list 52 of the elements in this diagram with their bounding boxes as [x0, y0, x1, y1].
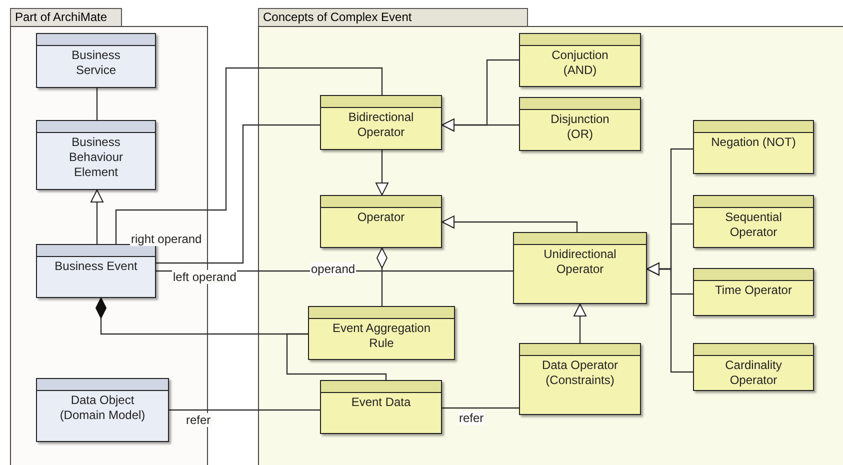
class-name: Unidirectional Operator	[542, 246, 618, 277]
class-name: Data Object (Domain Model)	[58, 392, 146, 423]
class-box	[693, 343, 814, 391]
class-name: Business Behaviour Element	[68, 134, 124, 180]
class-box	[36, 378, 169, 442]
class-name: Negation (NOT)	[710, 134, 797, 150]
class-name: Cardinality Operator	[724, 357, 783, 388]
edge-label: refer	[458, 411, 485, 425]
connector-line	[96, 88, 98, 120]
class-name: Event Data	[350, 394, 412, 410]
connector-line	[169, 409, 320, 411]
class-box	[693, 268, 814, 316]
class-box	[519, 33, 641, 87]
arrow	[574, 304, 586, 343]
class-name: Conjuction (AND)	[550, 47, 610, 78]
connector-line	[442, 407, 519, 409]
class-box	[693, 120, 814, 174]
class-name: Data Operator (Constraints)	[540, 357, 620, 388]
class-box	[36, 33, 156, 88]
arrow	[376, 150, 388, 196]
class-name: Event Aggregation Rule	[331, 320, 432, 351]
package-tab: Part of ArchiMate	[10, 8, 122, 27]
edge-label: left operand	[172, 270, 238, 284]
connector-line	[286, 333, 387, 380]
class-box	[519, 343, 641, 415]
class-box	[513, 232, 647, 304]
connector-line	[156, 124, 320, 264]
class-name: Disjunction (OR)	[550, 111, 610, 142]
arrow	[646, 262, 693, 373]
arrow	[442, 216, 578, 232]
connector-line	[115, 67, 383, 244]
class-box	[320, 195, 442, 248]
class-name: Operator	[356, 209, 406, 225]
edge-label: operand	[310, 262, 356, 276]
class-box	[320, 95, 442, 150]
class-name: Bidirectional Operator	[347, 109, 415, 140]
class-name: Time Operator	[714, 282, 793, 298]
class-name: Business Service	[70, 47, 122, 78]
arrow	[90, 190, 104, 244]
class-box	[308, 306, 455, 360]
edge-label: right operand	[130, 232, 203, 246]
class-box	[693, 195, 814, 248]
class-box	[320, 380, 442, 434]
package-tab: Concepts of Complex Event	[258, 8, 528, 27]
class-box	[36, 120, 156, 190]
package-frame	[258, 8, 843, 465]
class-box	[519, 97, 641, 151]
class-name: Business Event	[54, 258, 138, 274]
class-box	[36, 244, 156, 298]
class-name: Sequential Operator	[724, 209, 783, 240]
arrow	[442, 118, 519, 132]
edge-label: refer	[185, 413, 212, 427]
